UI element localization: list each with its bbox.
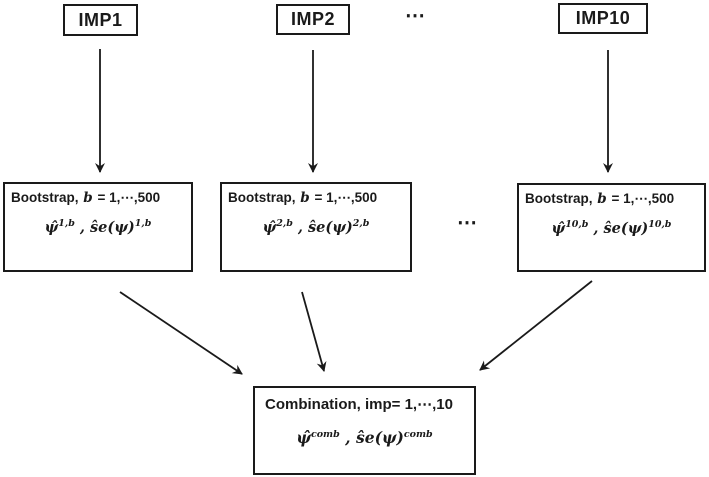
imp2-label: IMP2 (290, 9, 335, 29)
imp10-label: IMP10 (575, 8, 631, 28)
imp2-box: IMP2 (276, 4, 350, 35)
bootstrap2-formula: ψ̂2,b , ŝe(ψ)2,b (262, 218, 370, 236)
arrow-bootstrap3-to-combination (479, 280, 593, 371)
arrow-bootstrap1-to-combination (119, 291, 243, 375)
bootstrap2-header: Bootstrap, b = 1,⋯,500 (228, 190, 378, 206)
bootstrap1-box: Bootstrap, b = 1,⋯,500 ψ̂1,b , ŝe(ψ)1,b (3, 182, 193, 272)
bootstrap1-formula: ψ̂1,b , ŝe(ψ)1,b (44, 218, 152, 236)
bootstrap-row-ellipsis: ⋯ (457, 211, 477, 234)
bootstrap1-header: Bootstrap, b = 1,⋯,500 (11, 190, 161, 206)
combination-box: Combination, imp= 1,⋯,10 ψ̂comb , ŝe(ψ)c… (253, 386, 476, 475)
bootstrap3-formula: ψ̂10,b , ŝe(ψ)10,b (551, 219, 672, 237)
bootstrap3-header: Bootstrap, b = 1,⋯,500 (525, 191, 675, 207)
imp1-label: IMP1 (78, 9, 123, 30)
combination-formula: ψ̂comb , ŝe(ψ)comb (296, 428, 433, 447)
bootstrap3-box: Bootstrap, b = 1,⋯,500 ψ̂10,b , ŝe(ψ)10,… (517, 183, 706, 272)
combination-header: Combination, imp= 1,⋯,10 (265, 396, 453, 413)
imp1-box: IMP1 (63, 4, 138, 36)
imp10-box: IMP10 (558, 3, 648, 34)
arrow-bootstrap2-to-combination (301, 291, 327, 372)
bootstrap2-box: Bootstrap, b = 1,⋯,500 ψ̂2,b , ŝe(ψ)2,b (220, 182, 412, 272)
top-row-ellipsis: ⋯ (405, 4, 425, 27)
